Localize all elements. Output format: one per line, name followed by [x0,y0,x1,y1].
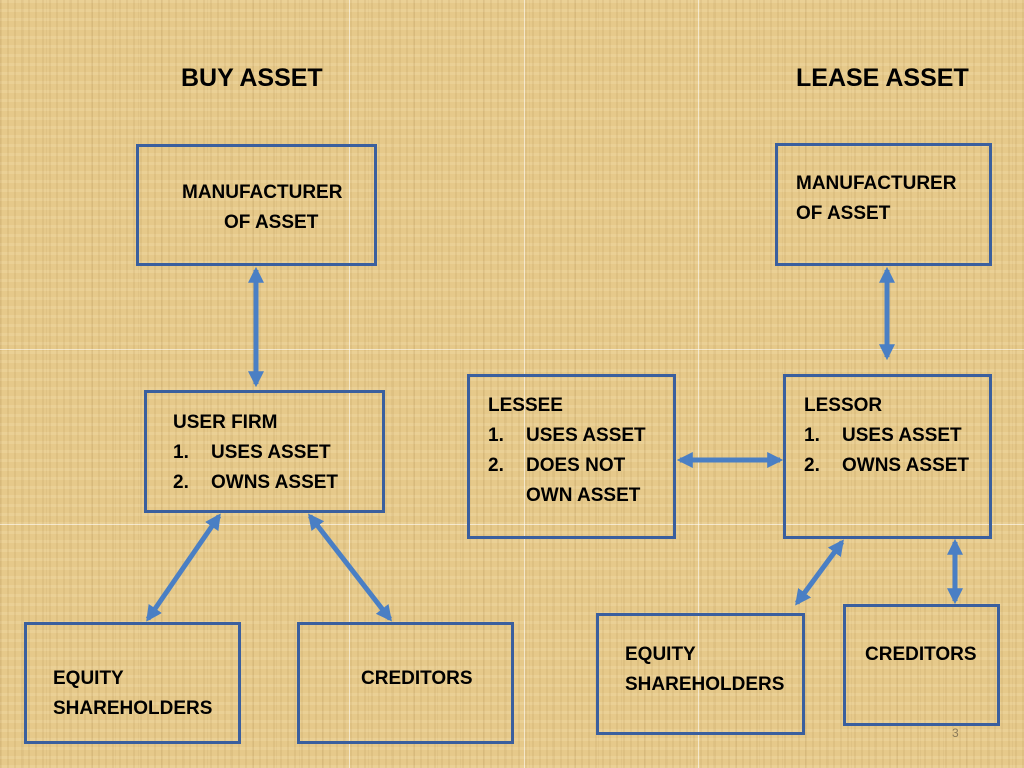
list-item: 2. DOES NOT [488,451,646,481]
buy-manufacturer-box: MANUFACTURER OF ASSET [136,144,377,266]
lessor-content: LESSOR 1. USES ASSET 2. OWNS ASSET [804,391,969,481]
list-text: USES ASSET [211,442,331,463]
list-text: OWNS ASSET [842,455,970,476]
list-text: USES ASSET [842,425,962,446]
list-number: 2. [173,472,189,493]
heading-lease-asset: LEASE ASSET [796,64,969,92]
lessor-box: LESSOR 1. USES ASSET 2. OWNS ASSET [783,374,992,539]
lessor-list: 1. USES ASSET 2. OWNS ASSET [804,421,969,481]
lease-manufacturer-box: MANUFACTURER OF ASSET [775,143,992,266]
lease-creditors-box: CREDITORS [843,604,1000,726]
tile-seam [698,0,699,768]
list-item: OWN ASSET [526,481,646,511]
list-number: 1. [804,425,820,446]
list-number: 1. [173,442,189,463]
list-item: 1. USES ASSET [173,438,338,468]
tile-seam [0,524,1024,525]
list-item: 1. USES ASSET [488,421,646,451]
arrow-lessor-equity [794,539,845,606]
list-item: 2. OWNS ASSET [804,451,970,481]
buy-equity-box: EQUITY SHAREHOLDERS [24,622,241,744]
lease-equity-line2: SHAREHOLDERS [625,674,785,695]
tile-seam [524,0,525,768]
buy-manufacturer-line2: OF ASSET [224,212,319,233]
lessee-content: LESSEE 1. USES ASSET 2. DOES NOT OWN ASSET [488,391,646,511]
list-text: OWNS ASSET [211,472,339,493]
lessee-title: LESSEE [488,395,563,416]
list-number: 2. [804,455,820,476]
arrow-userfirm-creditors [308,513,392,622]
user-firm-title: USER FIRM [173,412,278,433]
lessor-title: LESSOR [804,395,883,416]
list-text: OWN ASSET [526,485,641,506]
page-number: 3 [952,726,959,740]
user-firm-box: USER FIRM 1. USES ASSET 2. OWNS ASSET [144,390,385,513]
buy-manufacturer-line1: MANUFACTURER [182,182,343,203]
heading-buy-asset: BUY ASSET [181,64,323,92]
list-text: DOES NOT [526,455,626,476]
user-firm-content: USER FIRM 1. USES ASSET 2. OWNS ASSET [173,408,338,498]
lease-manufacturer-line2: OF ASSET [796,203,891,224]
lease-equity-line1: EQUITY [625,644,696,665]
tile-seam [0,349,1024,350]
buy-equity-line2: SHAREHOLDERS [53,698,213,719]
user-firm-list: 1. USES ASSET 2. OWNS ASSET [173,438,338,498]
list-item: 1. USES ASSET [804,421,969,451]
buy-creditors-label: CREDITORS [361,668,473,689]
buy-creditors-box: CREDITORS [297,622,514,744]
list-text: USES ASSET [526,425,646,446]
lease-manufacturer-line1: MANUFACTURER [796,173,957,194]
buy-equity-line1: EQUITY [53,668,124,689]
lessee-box: LESSEE 1. USES ASSET 2. DOES NOT OWN ASSET [467,374,676,539]
lease-creditors-label: CREDITORS [865,644,977,665]
list-item: 2. OWNS ASSET [173,468,339,498]
arrow-userfirm-equity [145,513,222,622]
lease-equity-box: EQUITY SHAREHOLDERS [596,613,805,735]
lessee-list: 1. USES ASSET 2. DOES NOT OWN ASSET [488,421,646,511]
list-number: 1. [488,425,504,446]
tile-seam [349,0,350,768]
list-number: 2. [488,455,504,476]
